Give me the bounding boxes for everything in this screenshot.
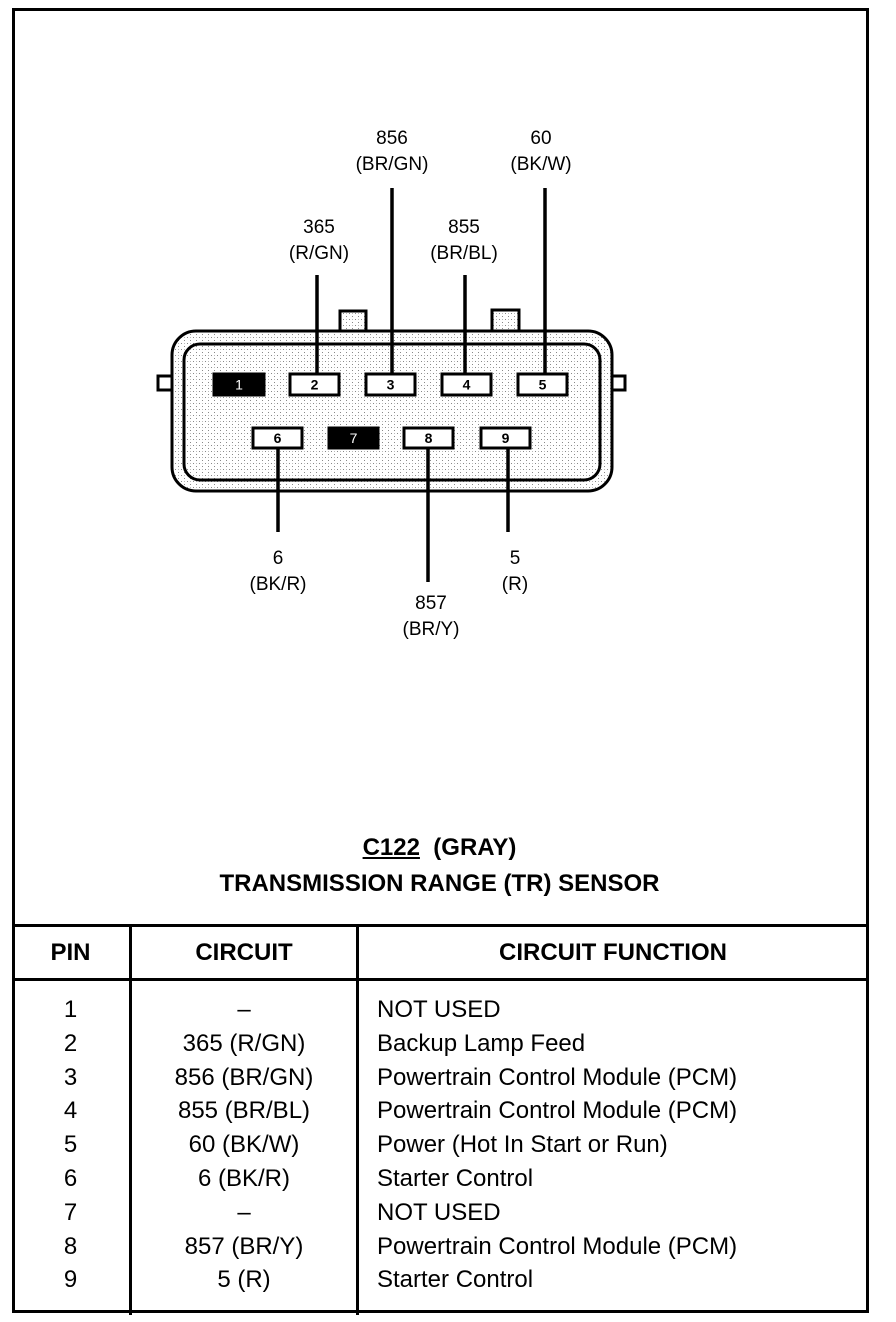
wire-circuit: 857 bbox=[415, 593, 447, 614]
pin-cavity bbox=[364, 372, 417, 397]
circuit-cell: 857 (BR/Y) bbox=[129, 1229, 358, 1264]
pin-cavity bbox=[479, 426, 532, 450]
table-header-row: PIN CIRCUIT CIRCUIT FUNCTION bbox=[12, 924, 867, 981]
connector-name: TRANSMISSION RANGE (TR) SENSOR bbox=[219, 870, 660, 897]
pin-cavity bbox=[440, 372, 493, 397]
table-row: 4 855 (BR/BL)Powertrain Control Module (P… bbox=[12, 1094, 867, 1129]
wire-circuit: 5 bbox=[509, 548, 521, 569]
pin-cavity bbox=[516, 372, 569, 397]
wire-color: (BR/GN) bbox=[355, 154, 429, 175]
pin-cell: 5 bbox=[63, 1131, 78, 1159]
wire-color: (BR/BL) bbox=[430, 243, 498, 264]
pin-4: 4 bbox=[440, 372, 493, 397]
circuit-cell: 855 (BR/BL) bbox=[129, 1094, 358, 1129]
pin-8: 8 bbox=[402, 426, 455, 450]
connector-color: (GRAY) bbox=[433, 834, 517, 861]
pin-cell: 4 bbox=[63, 1097, 78, 1125]
table-row: 3 856 (BR/GN)Powertrain Control Module (P… bbox=[12, 1060, 867, 1095]
wire-color: (BK/W) bbox=[510, 154, 572, 175]
circuit-cell: 6 (BK/R) bbox=[129, 1161, 358, 1196]
header-pin: PIN bbox=[12, 924, 131, 981]
wire-label-pin-9: 5 (R) bbox=[455, 546, 575, 598]
wire-color: (R) bbox=[501, 574, 529, 595]
connector-title: C122 (GRAY) bbox=[12, 834, 867, 862]
header-circuit: CIRCUIT bbox=[129, 924, 358, 981]
table-row: 2 365 (R/GN)Backup Lamp Feed bbox=[12, 1026, 867, 1061]
circuit-cell: 365 (R/GN) bbox=[129, 1026, 358, 1061]
wire-label-pin-2: 365 (R/GN) bbox=[259, 215, 379, 267]
pin-6: 6 bbox=[251, 426, 304, 450]
pin-1-not-used: 1 bbox=[212, 372, 266, 397]
pin-number: 9 bbox=[502, 430, 510, 446]
pin-number: 8 bbox=[425, 430, 433, 446]
header-circuit-function: CIRCUIT FUNCTION bbox=[356, 924, 867, 981]
function-cell: Powertrain Control Module (PCM) bbox=[356, 1094, 867, 1129]
wire-circuit: 60 bbox=[530, 128, 552, 149]
pin-cell: 6 bbox=[63, 1164, 78, 1192]
pin-cavity bbox=[288, 372, 341, 397]
function-cell: NOT USED bbox=[356, 979, 867, 1027]
table-row: 5 60 (BK/W)Power (Hot In Start or Run) bbox=[12, 1128, 867, 1162]
pin-cell: 9 bbox=[63, 1266, 78, 1294]
table-row: 1 –NOT USED bbox=[12, 979, 867, 1027]
pin-5: 5 bbox=[516, 372, 569, 397]
pin-cell: 8 bbox=[63, 1232, 78, 1260]
connector-id: C122 bbox=[362, 834, 420, 861]
wire-color: (BR/Y) bbox=[402, 619, 460, 640]
pin-number: 3 bbox=[387, 377, 395, 393]
pin-cavity bbox=[251, 426, 304, 450]
pin-cavity bbox=[212, 372, 266, 397]
circuit-cell: 60 (BK/W) bbox=[129, 1128, 358, 1162]
table-row: 7 –NOT USED bbox=[12, 1195, 867, 1230]
pin-cell: 2 bbox=[63, 1029, 78, 1057]
wire-color: (R/GN) bbox=[288, 243, 350, 264]
table-row: 9 5 (R)Starter Control bbox=[12, 1263, 867, 1316]
function-cell: Starter Control bbox=[356, 1161, 867, 1196]
pin-number: 6 bbox=[274, 430, 282, 446]
wire-label-pin-5: 60 (BK/W) bbox=[481, 126, 601, 178]
wire-circuit: 365 bbox=[303, 217, 335, 238]
pin-number: 1 bbox=[235, 377, 243, 393]
function-cell: Powertrain Control Module (PCM) bbox=[356, 1060, 867, 1095]
pin-number: 7 bbox=[350, 430, 358, 446]
pin-9: 9 bbox=[479, 426, 532, 450]
wire-circuit: 6 bbox=[272, 548, 284, 569]
pin-cell: 7 bbox=[63, 1198, 78, 1226]
function-cell: NOT USED bbox=[356, 1195, 867, 1230]
pin-2: 2 bbox=[288, 372, 341, 397]
circuit-cell: – bbox=[129, 979, 358, 1027]
wire-label-pin-6: 6 (BK/R) bbox=[218, 546, 338, 598]
function-cell: Power (Hot In Start or Run) bbox=[356, 1128, 867, 1162]
wire-circuit: 856 bbox=[376, 128, 408, 149]
circuit-cell: 5 (R) bbox=[129, 1263, 358, 1316]
pin-cell: 1 bbox=[63, 996, 78, 1023]
wire-label-pin-8: 857 (BR/Y) bbox=[371, 591, 491, 643]
pin-cavity bbox=[402, 426, 455, 450]
pin-3: 3 bbox=[364, 372, 417, 397]
wire-color: (BK/R) bbox=[249, 574, 307, 595]
circuit-cell: 856 (BR/GN) bbox=[129, 1060, 358, 1095]
pin-number: 5 bbox=[539, 377, 547, 393]
circuit-cell: – bbox=[129, 1195, 358, 1230]
pin-number: 2 bbox=[311, 377, 319, 393]
function-cell: Starter Control bbox=[356, 1263, 867, 1316]
pin-cavity bbox=[327, 426, 380, 450]
pin-number: 4 bbox=[463, 377, 471, 393]
wire-label-pin-3: 856 (BR/GN) bbox=[332, 126, 452, 178]
wire-label-pin-4: 855 (BR/BL) bbox=[404, 215, 524, 267]
pin-7-not-used: 7 bbox=[327, 426, 380, 450]
table-row: 8 857 (BR/Y)Powertrain Control Module (PC… bbox=[12, 1229, 867, 1264]
wire-circuit: 855 bbox=[448, 217, 480, 238]
table-row: 6 6 (BK/R)Starter Control bbox=[12, 1161, 867, 1196]
function-cell: Powertrain Control Module (PCM) bbox=[356, 1229, 867, 1264]
function-cell: Backup Lamp Feed bbox=[356, 1026, 867, 1061]
pin-cell: 3 bbox=[63, 1063, 78, 1091]
